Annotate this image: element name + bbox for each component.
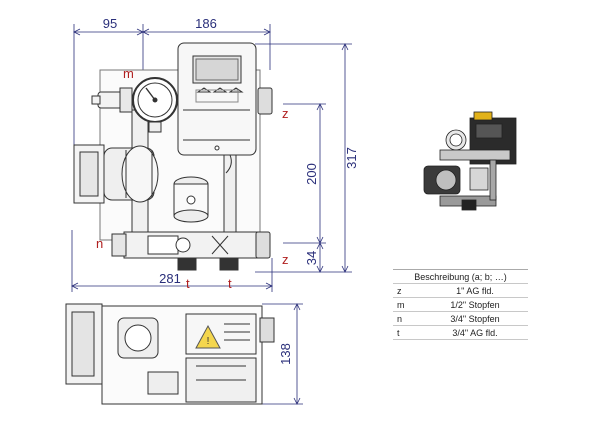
label-z-bottom: z <box>282 252 289 267</box>
legend-key: z <box>393 283 422 298</box>
legend-value: 3/4" AG fld. <box>422 325 528 340</box>
legend-row: z 1" AG fld. <box>393 283 528 298</box>
label-n: n <box>96 236 103 251</box>
dimension-95: 95 <box>103 16 117 31</box>
dimension-281: 281 <box>159 271 181 286</box>
top-view: ! <box>65 303 275 405</box>
dimension-200: 200 <box>304 163 319 185</box>
legend-key: t <box>393 325 422 340</box>
label-m: m <box>123 66 134 81</box>
dimension-186: 186 <box>195 16 217 31</box>
circulation-pump <box>73 144 159 204</box>
legend-row: m 1/2" Stopfen <box>393 297 528 312</box>
legend-row: t 3/4" AG fld. <box>393 325 528 340</box>
label-t-right: t <box>228 276 232 291</box>
dimension-138: 138 <box>278 343 293 365</box>
product-3d-thumbnail <box>423 111 517 211</box>
legend-row: n 3/4" Stopfen <box>393 311 528 326</box>
mixer-block <box>111 231 271 271</box>
pressure-gauge <box>132 77 178 133</box>
left-fitting <box>91 87 133 113</box>
controller <box>177 42 257 174</box>
legend-value: 1" AG fld. <box>422 283 528 298</box>
dimension-317: 317 <box>344 147 359 169</box>
legend-value: 3/4" Stopfen <box>422 311 528 326</box>
legend-key: m <box>393 297 422 312</box>
top-right-connector <box>257 87 273 115</box>
front-view <box>73 42 273 271</box>
label-z-top: z <box>282 106 289 121</box>
dimension-lines <box>71 24 352 405</box>
legend-key: n <box>393 311 422 326</box>
dimension-34: 34 <box>304 251 319 265</box>
valve-actuator <box>173 176 209 223</box>
svg-text:!: ! <box>207 336 210 347</box>
label-t-left: t <box>186 276 190 291</box>
legend-header: Beschreibung (a; b; …) <box>393 269 528 284</box>
legend-value: 1/2" Stopfen <box>422 297 528 312</box>
connection-legend: Beschreibung (a; b; …) z 1" AG fld. m 1/… <box>393 269 528 340</box>
